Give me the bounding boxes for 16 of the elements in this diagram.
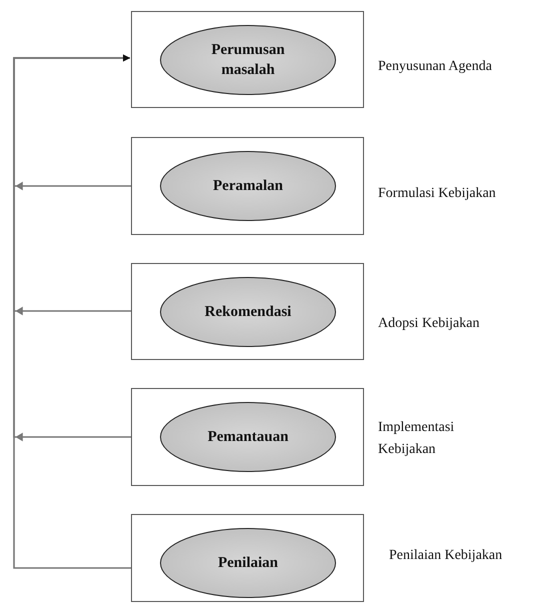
stage-label: Penilaian Kebijakan — [389, 547, 504, 565]
stage-box — [131, 514, 364, 602]
stage-label: Penyusunan Agenda — [378, 58, 493, 76]
stage-box — [131, 11, 364, 108]
step-label: Peramalan — [213, 177, 283, 196]
stage-box — [131, 388, 364, 486]
stage-box — [131, 263, 364, 360]
feedback-arrow — [13, 54, 131, 569]
step-label: Rekomendasi — [204, 303, 292, 322]
stage-label: Formulasi Kebijakan — [378, 185, 497, 203]
stage-label: Adopsi Kebijakan — [378, 315, 480, 333]
step-label: Penilaian — [218, 554, 278, 573]
stage-box — [131, 137, 364, 235]
step-label: Perumusan masalah — [210, 41, 286, 80]
step-label: Pemantauan — [208, 428, 288, 447]
stage-label: Implementasi Kebijakan — [378, 419, 456, 459]
